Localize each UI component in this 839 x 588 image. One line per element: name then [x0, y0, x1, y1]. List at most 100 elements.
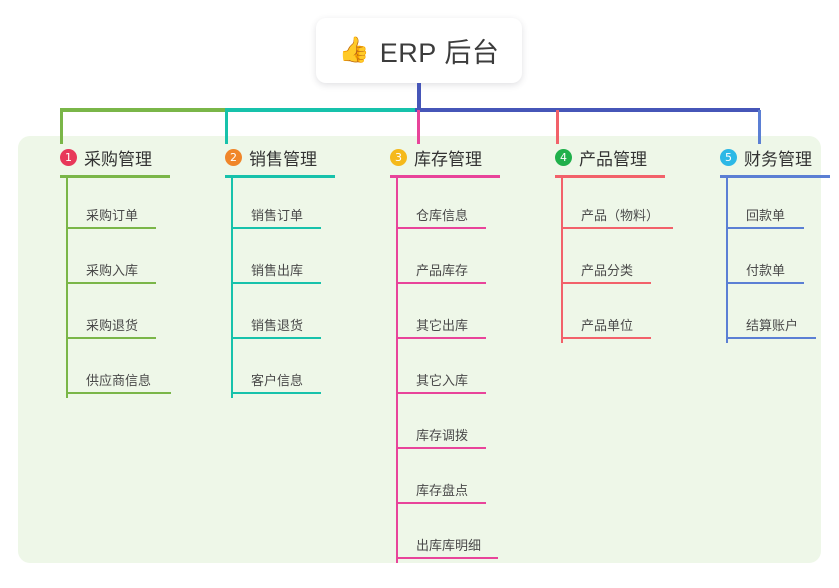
bus-drop-connector	[60, 110, 63, 144]
bus-segment	[60, 108, 225, 112]
leaf-underline	[231, 392, 321, 394]
branch-underline	[225, 175, 335, 178]
leaf-label: 产品分类	[581, 263, 634, 278]
leaf-item[interactable]: 产品单位	[561, 288, 665, 343]
leaf-underline	[396, 337, 486, 339]
leaf-underline	[726, 282, 804, 284]
thumbs-up-icon: 👍	[338, 36, 370, 64]
leaf-item[interactable]: 其它入库	[396, 343, 500, 398]
branch-underline	[390, 175, 500, 178]
leaf-item[interactable]: 销售出库	[231, 233, 335, 288]
branch-label: 产品管理	[579, 149, 647, 169]
leaf-label: 客户信息	[251, 373, 304, 388]
leaf-list: 仓库信息产品库存其它出库其它入库库存调拨库存盘点出库库明细	[396, 178, 500, 563]
leaf-underline	[396, 392, 486, 394]
branch-header[interactable]: 1 采购管理	[38, 144, 170, 170]
root-title: ERP 后台	[379, 38, 500, 68]
leaf-label: 产品库存	[416, 263, 469, 278]
leaf-underline	[66, 282, 156, 284]
leaf-underline	[726, 227, 804, 229]
leaf-list: 销售订单销售出库销售退货客户信息	[231, 178, 335, 398]
branch-number-badge: 2	[225, 148, 242, 166]
trunk-stem	[417, 83, 421, 110]
leaf-label: 销售出库	[251, 263, 304, 278]
leaf-label: 库存盘点	[416, 483, 469, 498]
branches-panel	[18, 136, 821, 563]
leaf-item[interactable]: 库存盘点	[396, 453, 500, 508]
branch-column-产品管理: 4 产品管理产品（物料） 产品分类产品单位	[533, 144, 673, 343]
branch-label: 财务管理	[744, 149, 812, 169]
bus-segment	[415, 108, 760, 112]
leaf-underline	[726, 337, 816, 339]
leaf-item[interactable]: 销售订单	[231, 178, 335, 233]
branch-spine	[231, 178, 233, 398]
leaf-underline	[396, 447, 486, 449]
leaf-list: 产品（物料） 产品分类产品单位	[561, 178, 673, 343]
branch-number-badge: 4	[555, 148, 572, 166]
leaf-underline	[396, 282, 486, 284]
leaf-item[interactable]: 出库库明细	[396, 508, 500, 563]
branch-underline	[555, 175, 665, 178]
branch-column-销售管理: 2 销售管理销售订单销售出库销售退货客户信息	[203, 144, 335, 398]
leaf-item[interactable]: 付款单	[726, 233, 830, 288]
leaf-label: 产品单位	[581, 318, 634, 333]
leaf-label: 采购订单	[86, 208, 139, 223]
leaf-item[interactable]: 产品分类	[561, 233, 665, 288]
leaf-label: 结算账户	[746, 318, 799, 333]
branch-label: 销售管理	[249, 149, 317, 169]
leaf-underline	[561, 337, 651, 339]
leaf-label: 其它出库	[416, 318, 469, 333]
leaf-label: 其它入库	[416, 373, 469, 388]
leaf-item[interactable]: 产品库存	[396, 233, 500, 288]
leaf-label: 付款单	[746, 263, 786, 278]
leaf-label: 供应商信息	[86, 373, 152, 388]
leaf-label: 销售订单	[251, 208, 304, 223]
root-node[interactable]: 👍 ERP 后台	[316, 18, 522, 83]
leaf-underline	[396, 557, 498, 559]
leaf-item[interactable]: 采购入库	[66, 233, 170, 288]
leaf-label: 库存调拨	[416, 428, 469, 443]
leaf-item[interactable]: 仓库信息	[396, 178, 500, 233]
leaf-item[interactable]: 结算账户	[726, 288, 830, 343]
leaf-label: 仓库信息	[416, 208, 469, 223]
bus-drop-connector	[225, 110, 228, 144]
leaf-item[interactable]: 供应商信息	[66, 343, 171, 398]
branch-spine	[66, 178, 68, 398]
leaf-item[interactable]: 产品（物料）	[561, 178, 673, 233]
branch-column-采购管理: 1 采购管理采购订单采购入库采购退货供应商信息	[38, 144, 171, 398]
leaf-label: 回款单	[746, 208, 786, 223]
leaf-item[interactable]: 其它出库	[396, 288, 500, 343]
leaf-underline	[561, 282, 651, 284]
branch-label: 采购管理	[84, 149, 152, 169]
leaf-underline	[396, 227, 486, 229]
branch-underline	[720, 175, 830, 178]
branch-number-badge: 1	[60, 148, 77, 166]
bus-drop-connector	[417, 110, 420, 144]
bus-drop-connector	[556, 110, 559, 144]
leaf-underline	[66, 227, 156, 229]
branch-number-badge: 3	[390, 148, 407, 166]
leaf-item[interactable]: 库存调拨	[396, 398, 500, 453]
leaf-underline	[561, 227, 673, 229]
leaf-underline	[66, 337, 156, 339]
leaf-item[interactable]: 采购退货	[66, 288, 170, 343]
leaf-underline	[231, 282, 321, 284]
leaf-item[interactable]: 客户信息	[231, 343, 335, 398]
leaf-underline	[396, 502, 486, 504]
leaf-label: 销售退货	[251, 318, 304, 333]
leaf-label: 采购入库	[86, 263, 139, 278]
leaf-item[interactable]: 采购订单	[66, 178, 170, 233]
bus-segment	[225, 108, 415, 112]
branch-header[interactable]: 2 销售管理	[203, 144, 335, 170]
leaf-label: 出库库明细	[416, 538, 482, 553]
leaf-item[interactable]: 销售退货	[231, 288, 335, 343]
leaf-item[interactable]: 回款单	[726, 178, 830, 233]
branch-underline	[60, 175, 170, 178]
leaf-underline	[231, 337, 321, 339]
leaf-list: 采购订单采购入库采购退货供应商信息	[66, 178, 171, 398]
branch-header[interactable]: 4 产品管理	[533, 144, 665, 170]
branch-spine	[726, 178, 728, 343]
